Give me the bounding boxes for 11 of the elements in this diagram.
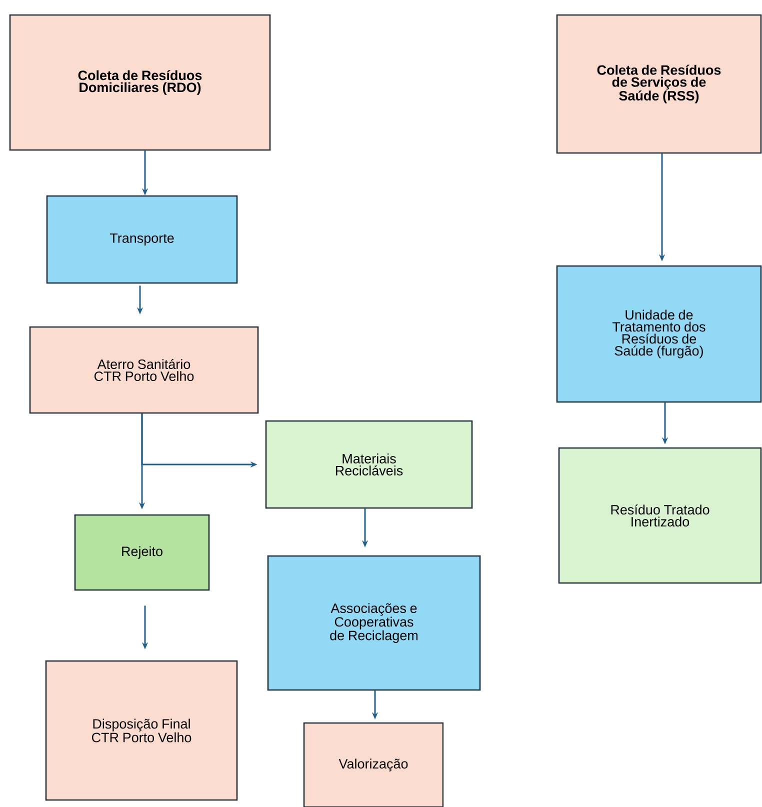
process-box: Aterro Sanitário CTR Porto Velho <box>29 326 259 414</box>
process-box: Transporte <box>46 195 238 284</box>
process-box: Rejeito <box>74 514 210 591</box>
process-box: Associações e Cooperativas de Reciclagem <box>267 555 481 691</box>
process-box: Disposição Final CTR Porto Velho <box>45 660 238 801</box>
process-box: Coleta de Resíduos Domiciliares (RDO) <box>9 14 271 151</box>
process-box: Unidade de Tratamento dos Resíduos de Saúde (furgão) <box>556 265 762 403</box>
process-box: Resíduo Tratado Inertizado <box>558 447 762 584</box>
process-box: Coleta de Resíduos de Serviços de Saúde (RSS) <box>556 14 762 154</box>
process-box: Valorização <box>303 722 444 807</box>
process-box: Materiais Recicláveis <box>265 420 473 509</box>
